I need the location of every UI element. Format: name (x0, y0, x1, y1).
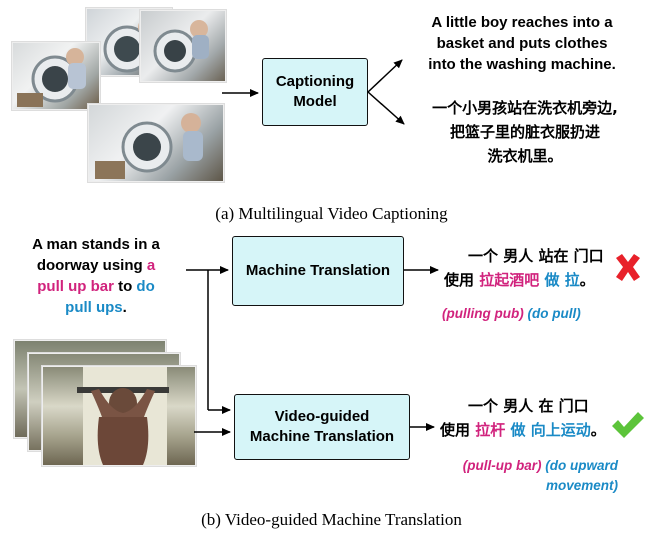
vmt-output: 一个 男人 在 门口 使用 拉杆 做 向上运动。 (440, 394, 640, 442)
video-guided-mt-box: Video-guided Machine Translation (234, 394, 410, 460)
mt-gloss-pink: (pulling pub) (442, 306, 524, 321)
vmt-text: 使用 (440, 421, 476, 439)
mt-output-line-1: 一个 男人 站在 门口 (468, 247, 604, 265)
captioning-model-label: Captioning Model (275, 73, 355, 110)
video-frame-a3 (140, 10, 226, 82)
vmt-gloss-line-1: (pull-up bar) (do upward (428, 456, 618, 476)
vmt-text: 。 (590, 421, 606, 439)
english-caption-line-1: A little boy reaches into a (431, 14, 613, 31)
source-text: to (113, 278, 137, 295)
source-highlight-pullupbar: pull up bar (37, 278, 114, 295)
source-line-1: A man stands in a (32, 236, 160, 253)
english-caption: A little boy reaches into a basket and p… (392, 12, 652, 75)
source-text: doorway using (36, 257, 147, 274)
caption-a: (a) Multilingual Video Captioning (215, 204, 448, 223)
source-line-3: pull up bar to do (6, 276, 186, 297)
chinese-caption-line-2: 把篮子里的脏衣服扔进 (449, 123, 600, 141)
chinese-caption-line-1: 一个小男孩站在洗衣机旁边, (432, 99, 618, 117)
vmt-gloss-blue-2: movement) (545, 478, 618, 493)
source-sentence: A man stands in a doorway using a pull u… (6, 234, 186, 318)
mt-highlight-blue-2: 拉 (564, 271, 580, 289)
mt-output-line-2: 使用 拉起酒吧 做 拉。 (444, 268, 604, 292)
vmt-gloss-blue-1: (do upward (545, 458, 618, 473)
vmt-highlight-blue: 做 向上运动 (505, 421, 591, 439)
mt-output: 一个 男人 站在 门口 使用 拉起酒吧 做 拉。 (444, 244, 604, 292)
mt-text: 。 (579, 271, 595, 289)
english-caption-line-2: basket and puts clothes (436, 35, 608, 52)
machine-translation-box: Machine Translation (232, 236, 404, 306)
vmt-output-line-1: 一个 男人 在 门口 (468, 397, 589, 415)
captioning-model-box: Captioning Model (262, 58, 368, 126)
cross-icon (616, 254, 640, 281)
mt-gloss-blue: (do pull) (527, 306, 581, 321)
pull-up-man-illustration (77, 367, 169, 465)
source-line-4: pull ups. (6, 297, 186, 318)
source-text: . (122, 299, 127, 316)
source-highlight-a: a (146, 257, 156, 274)
caption-b: (b) Video-guided Machine Translation (201, 510, 462, 529)
vmt-output-line-2: 使用 拉杆 做 向上运动。 (440, 418, 640, 442)
video-frame-a4 (88, 104, 224, 182)
source-highlight-pullups: pull ups (65, 299, 123, 316)
english-caption-line-3: into the washing machine. (428, 56, 616, 73)
vmt-highlight-pink: 拉杆 (475, 421, 506, 439)
video-frame-a2 (12, 42, 100, 110)
chinese-caption: 一个小男孩站在洗衣机旁边, 把篮子里的脏衣服扔进 洗衣机里。 (410, 96, 640, 168)
vmt-gloss-pink: (pull-up bar) (462, 458, 542, 473)
mt-text: 使用 (444, 271, 480, 289)
mt-highlight-blue: 做 (539, 271, 565, 289)
chinese-caption-line-3: 洗衣机里。 (487, 147, 563, 165)
mt-gloss: (pulling pub) (do pull) (442, 306, 581, 321)
vmt-gloss: (pull-up bar) (do upward movement) (428, 456, 618, 496)
arrow-model-to-chinese (367, 91, 405, 125)
machine-translation-label: Machine Translation (245, 262, 391, 279)
source-highlight-do: do (136, 278, 155, 295)
mt-highlight-pink: 拉起酒吧 (479, 271, 540, 289)
video-frame-b3 (42, 366, 196, 466)
video-guided-mt-label: Video-guided Machine Translation (249, 408, 395, 445)
source-line-2: doorway using a (6, 255, 186, 276)
